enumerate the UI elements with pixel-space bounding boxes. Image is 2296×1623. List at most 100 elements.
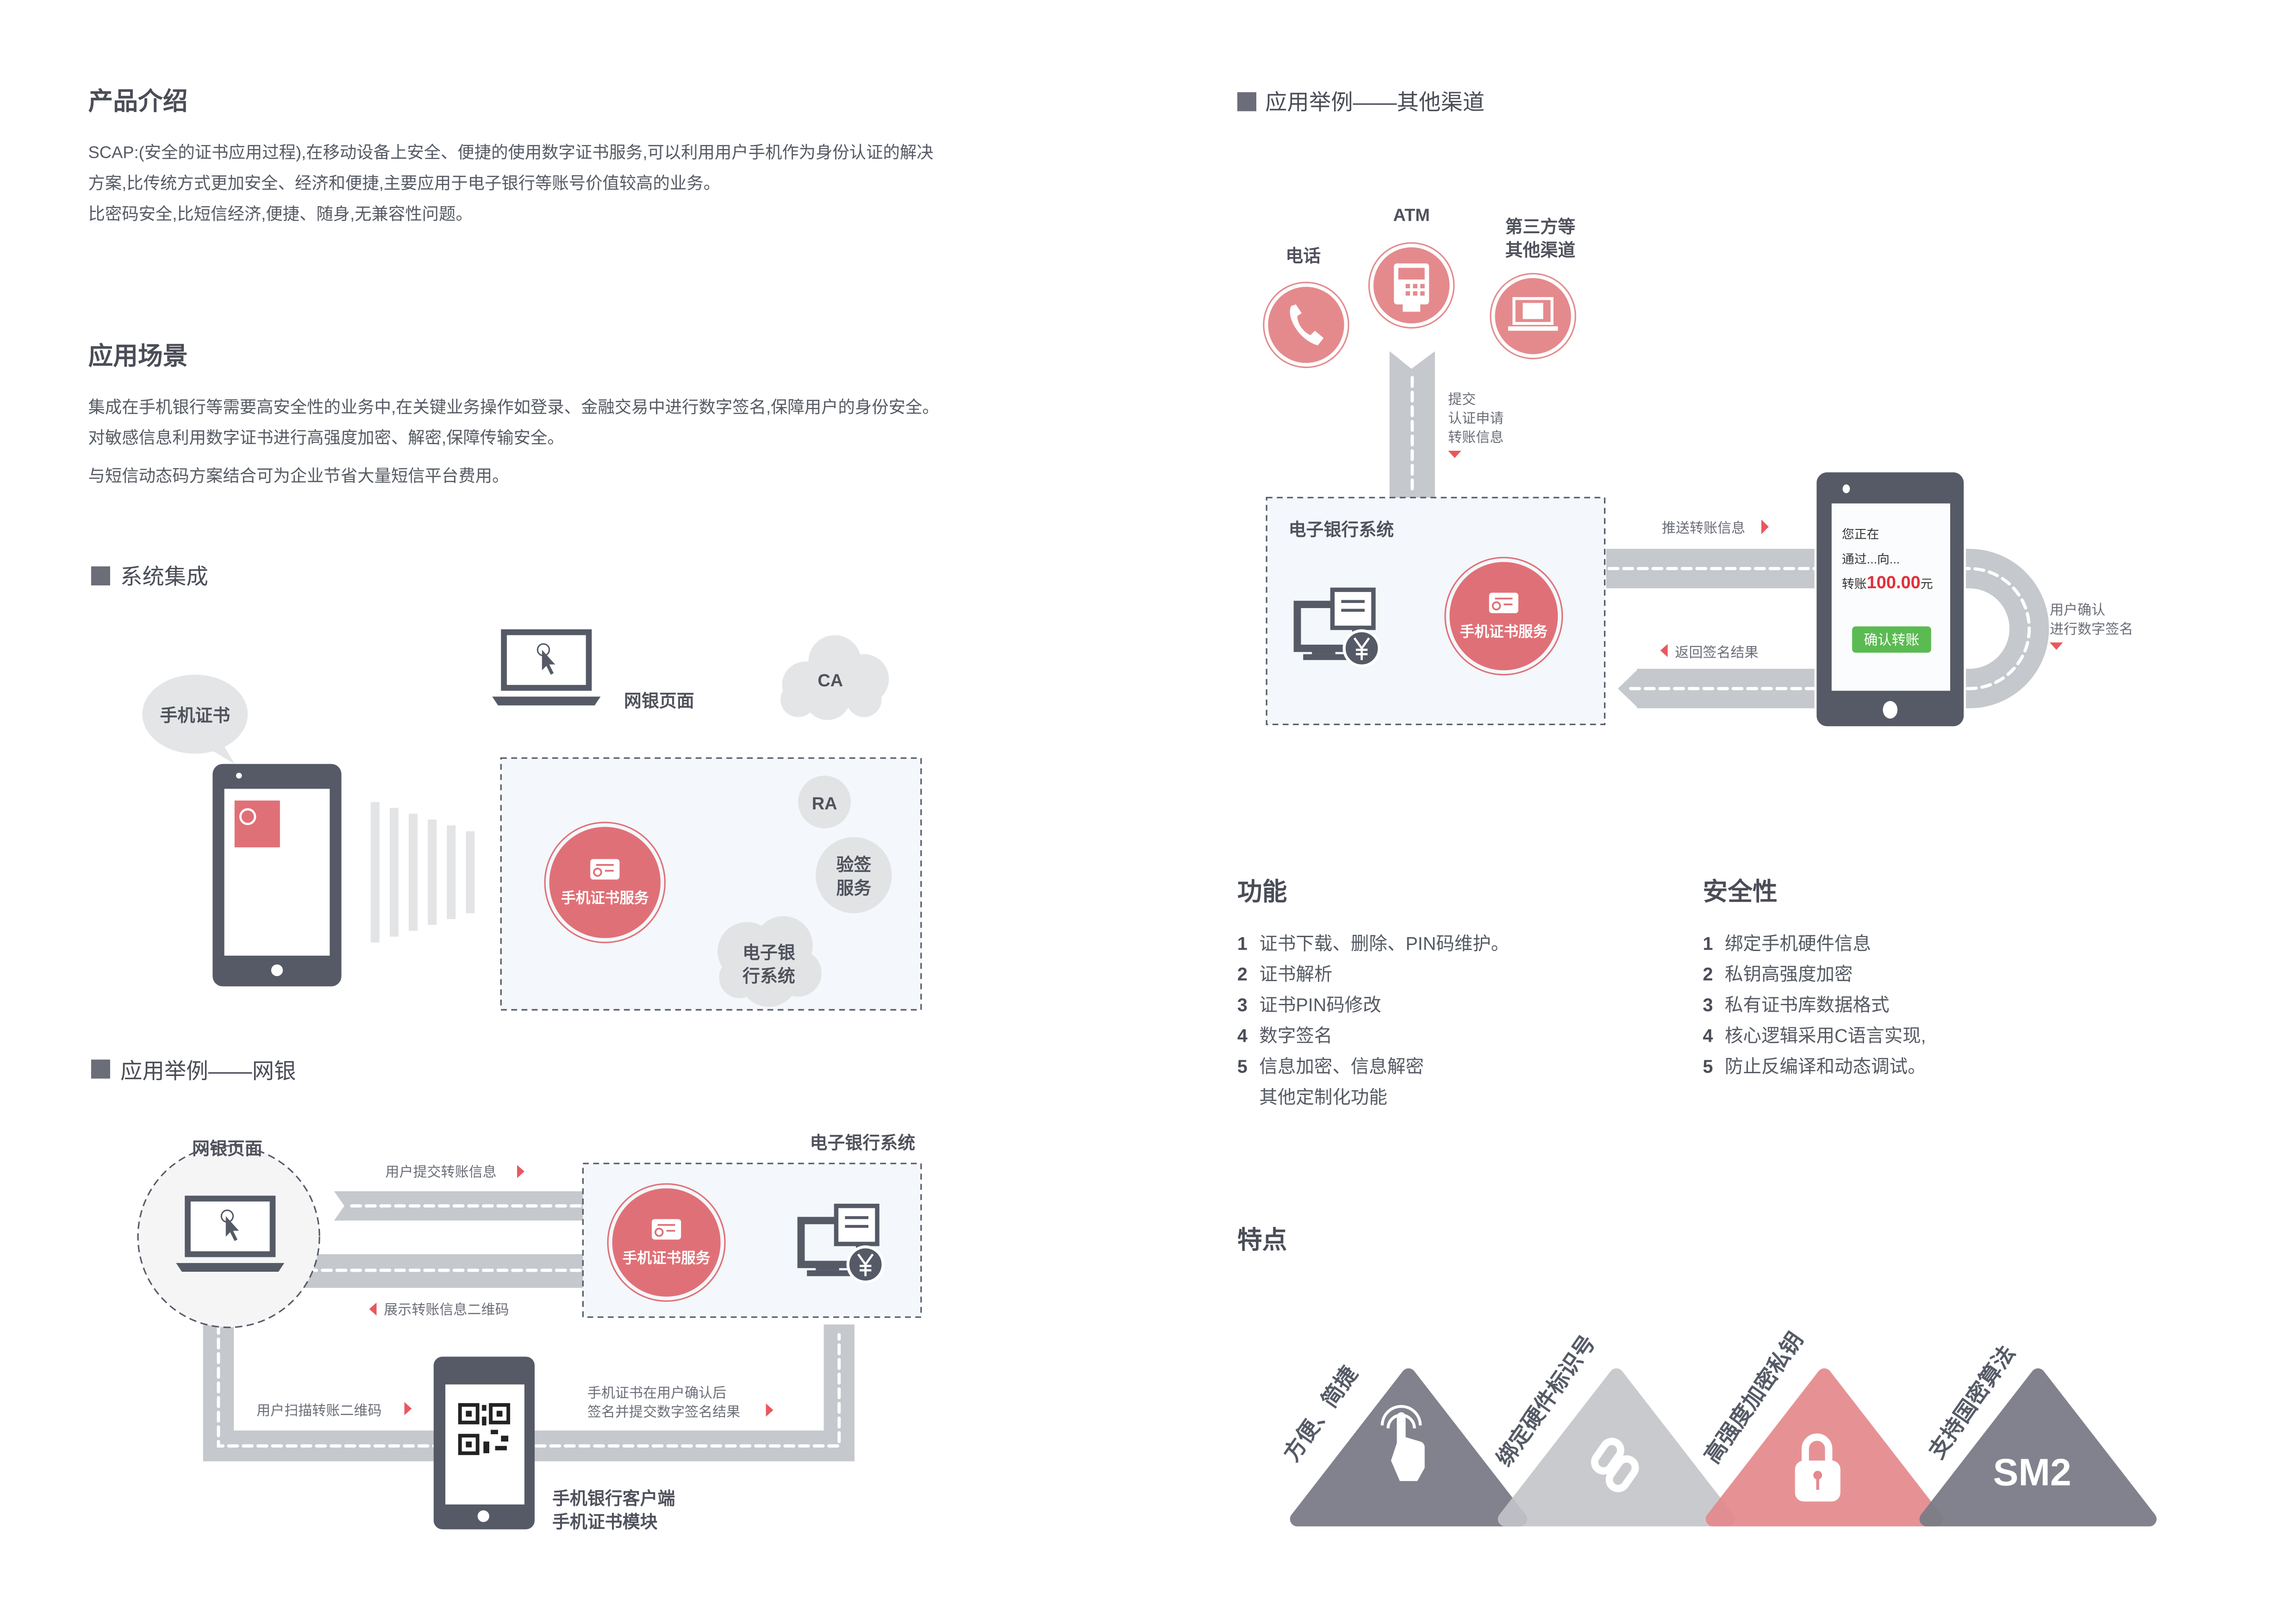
confirm-label: 进行数字签名 [2050, 622, 2133, 637]
ebank-label: 电子银行系统 [810, 1133, 916, 1153]
third-party-label: 第三方等 [1505, 218, 1576, 237]
third-party-label: 其他渠道 [1505, 241, 1576, 260]
features-title: 功能 [1237, 878, 1287, 906]
mobile-phone-qr [433, 1356, 535, 1530]
certificate-icon [589, 858, 621, 881]
security-title: 安全性 [1703, 878, 1778, 906]
list-item: 核心逻辑采用C语言实现, [1725, 1026, 1926, 1046]
ebank-label: 行系统 [742, 967, 795, 986]
scan-label: 用户扫描转账二维码 [256, 1403, 381, 1418]
certificate-badge-icon [234, 800, 280, 847]
other-title: 应用举例——其他渠道 [1265, 90, 1485, 115]
confirm-phone: 您正在 通过...向... 转账100.00元 确认转账 [1814, 470, 1966, 729]
ebank-node: 电子银 行系统 [718, 916, 822, 1007]
mobile-phone-icon [212, 764, 342, 987]
list-num: 3 [1703, 995, 1713, 1015]
list-item: 防止反编译和动态调试。 [1725, 1057, 1926, 1077]
lock-icon [1795, 1433, 1841, 1502]
intro-line: 比密码安全,比短信经济,便捷、随身,无兼容性问题。 [88, 204, 472, 223]
submit-label: 提交 [1448, 392, 1476, 407]
certificate-icon [1488, 591, 1519, 614]
arrow-down-icon [2049, 642, 2063, 650]
web-page-label: 网银页面 [192, 1139, 262, 1159]
screen-line: 通过...向... [1842, 552, 1900, 566]
screen-line: 您正在 [1842, 528, 1879, 541]
sign-label: 手机证书在用户确认后 [587, 1386, 726, 1401]
confirm-label: 用户确认 [2050, 603, 2105, 618]
telephone-icon [1290, 304, 1324, 346]
verify-label: 服务 [836, 879, 871, 898]
sm2-badge: SM2 [1993, 1452, 2071, 1494]
ra-node: RA [798, 776, 851, 828]
scenario-title: 应用场景 [88, 342, 187, 370]
verify-label: 验签 [836, 856, 871, 875]
ebank-label: 电子银行系统 [1289, 520, 1394, 540]
list-num: 1 [1703, 933, 1713, 954]
push-return-road [1606, 548, 2049, 709]
client-label: 手机证书模块 [552, 1512, 658, 1532]
arrow-left-icon [1660, 644, 1668, 657]
third-party-channel-node [1490, 273, 1576, 360]
ca-cloud: CA [780, 635, 889, 720]
cert-service-node: 手机证书服务 [607, 1183, 726, 1302]
intro-line: SCAP:(安全的证书应用过程),在移动设备上安全、便捷的使用数字证书服务,可以… [88, 143, 933, 162]
atm-channel-label: ATM [1393, 206, 1430, 225]
arrow-right-icon [517, 1165, 524, 1178]
list-num: 4 [1237, 1026, 1248, 1046]
arrow-right-icon [1761, 519, 1769, 535]
arrow-right-icon [766, 1403, 774, 1417]
sign-label: 签名并提交数字签名结果 [587, 1405, 740, 1420]
submit-label: 转账信息 [1448, 430, 1504, 445]
atm-icon [1394, 263, 1429, 312]
speech-bubble: 手机证书 [142, 674, 248, 764]
traits-title: 特点 [1237, 1226, 1287, 1254]
confirm-transfer-label: 确认转账 [1864, 633, 1919, 648]
verify-node: 验签 服务 [816, 837, 892, 914]
scenario-line: 与短信动态码方案结合可为企业节省大量短信平台费用。 [88, 466, 509, 485]
submit-label: 用户提交转账信息 [385, 1164, 496, 1180]
list-num: 2 [1237, 964, 1248, 985]
list-item: 证书PIN码修改 [1259, 995, 1381, 1015]
qr-code-icon [458, 1403, 511, 1455]
list-item: 私钥高强度加密 [1725, 964, 1853, 985]
integration-title: 系统集成 [120, 565, 208, 589]
list-item: 信息加密、信息解密 [1259, 1057, 1424, 1077]
list-item: 绑定手机硬件信息 [1725, 933, 1871, 954]
scenario-line: 对敏感信息利用数字证书进行高强度加密、解密,保障传输安全。 [88, 428, 564, 447]
list-item: 私有证书库数据格式 [1725, 995, 1890, 1015]
intro-line: 方案,比传统方式更加安全、经济和便捷,主要应用于电子银行等账号价值较高的业务。 [88, 174, 720, 193]
arrow-down-icon [1448, 450, 1461, 458]
list-num: 5 [1703, 1057, 1713, 1077]
list-num: 4 [1703, 1026, 1713, 1046]
confirm-transfer-button[interactable]: 确认转账 [1852, 626, 1931, 653]
service-label: 手机证书服务 [561, 889, 649, 906]
list-num: 1 [1237, 933, 1248, 954]
list-item: 其他定制化功能 [1259, 1087, 1387, 1107]
features-list: 1 证书下载、删除、PIN码维护。 2 证书解析 3 证书PIN码修改 4 数字… [1237, 933, 1509, 1107]
bubble-label: 手机证书 [160, 706, 230, 726]
arrow-right-icon [404, 1402, 412, 1415]
link-icon [1591, 1437, 1639, 1492]
service-label: 手机证书服务 [1460, 623, 1548, 640]
ra-label: RA [812, 794, 837, 814]
submit-label: 认证申请 [1448, 411, 1504, 426]
security-list: 1 绑定手机硬件信息 2 私钥高强度加密 3 私有证书库数据格式 4 核心逻辑采… [1703, 933, 1926, 1077]
trait-triangle [1919, 1368, 2157, 1527]
list-num: 2 [1703, 964, 1713, 985]
certificate-icon [651, 1218, 682, 1241]
section-square-icon [91, 566, 110, 585]
cert-service-node: 手机证书服务 [544, 821, 666, 944]
screen-amount-line: 转账100.00元 [1842, 573, 1933, 592]
show-qr-label: 展示转账信息二维码 [384, 1302, 509, 1318]
atm-channel-node [1368, 242, 1455, 329]
phone-channel-label: 电话 [1285, 247, 1321, 266]
list-item: 数字签名 [1259, 1026, 1332, 1046]
return-label: 返回签名结果 [1675, 645, 1758, 660]
submit-road [1389, 351, 1435, 498]
list-num: 5 [1237, 1057, 1248, 1077]
touch-icon [1380, 1405, 1425, 1481]
web-page-label: 网银页面 [624, 691, 694, 711]
list-item: 证书解析 [1259, 964, 1332, 985]
section-square-icon [91, 1059, 110, 1079]
